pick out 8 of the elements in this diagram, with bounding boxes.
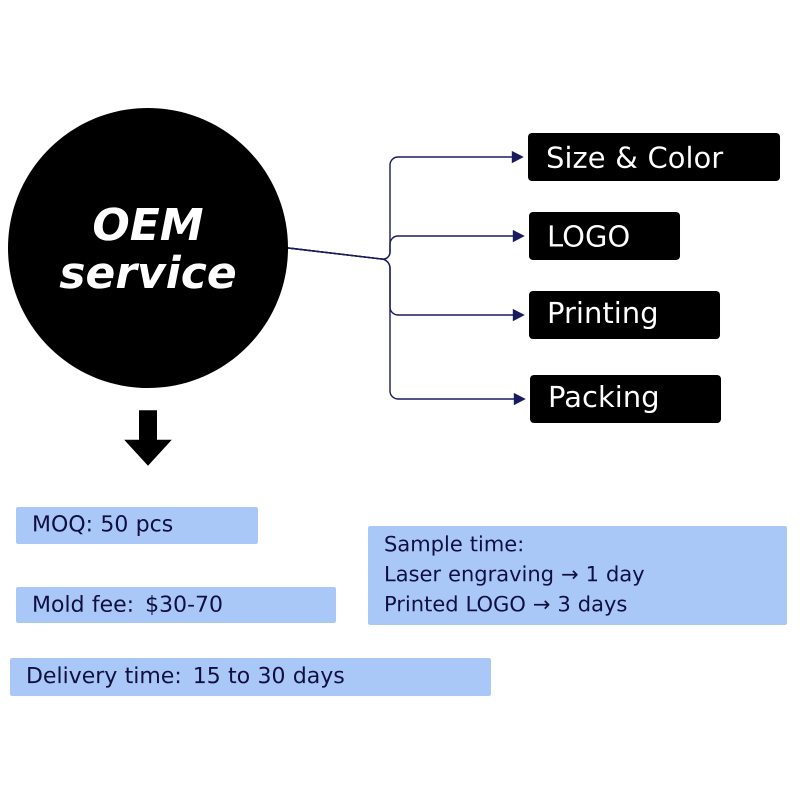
info-box: MOQ: 50 pcs: [16, 507, 258, 544]
info-box: Delivery time: 15 to 30 days: [10, 658, 491, 696]
option-box: Printing: [529, 291, 720, 339]
option-box: LOGO: [529, 212, 680, 260]
option-box: Packing: [530, 375, 721, 423]
info-box: Mold fee: $30-70: [16, 587, 336, 623]
info-box: Sample time: Laser engraving → 1 day Printed LOGO → 3 days: [368, 526, 787, 625]
option-box: Size & Color: [528, 133, 780, 181]
